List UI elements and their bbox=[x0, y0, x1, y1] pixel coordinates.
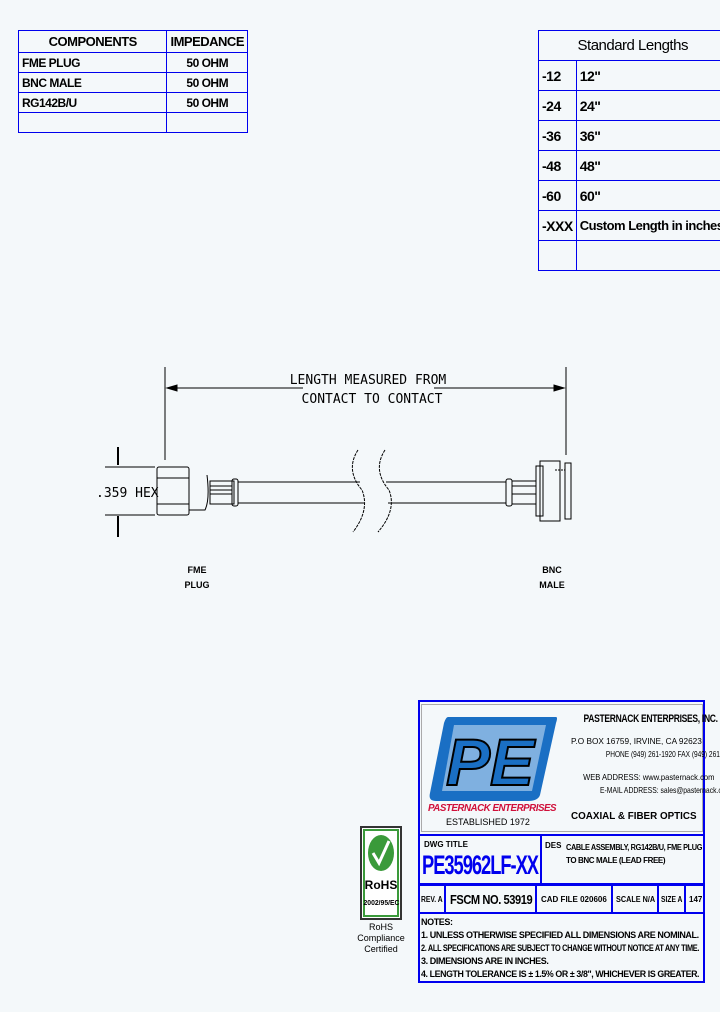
note-item: 4. LENGTH TOLERANCE IS ± 1.5% OR ± 3/8",… bbox=[421, 969, 700, 979]
cell bbox=[575, 240, 720, 271]
table-row bbox=[538, 240, 720, 271]
standard-lengths-title: Standard Lengths bbox=[537, 30, 720, 61]
cell bbox=[166, 112, 248, 133]
contact-block: P.O BOX 16759, IRVINE, CA 92623 PHONE (9… bbox=[567, 735, 720, 797]
notes: NOTES: 1. UNLESS OTHERWISE SPECIFIED ALL… bbox=[421, 916, 701, 981]
fscm-number: FSCM NO. 53919 bbox=[450, 892, 533, 907]
established: ESTABLISHED 1972 bbox=[446, 817, 530, 827]
cad-file: CAD FILE 020606 bbox=[541, 895, 607, 904]
bnc-label-2: MALE bbox=[539, 580, 565, 590]
note-item: 3. DIMENSIONS ARE IN INCHES. bbox=[421, 956, 549, 966]
dimension-text-1: LENGTH MEASURED FROM bbox=[290, 373, 447, 388]
cell: -48 bbox=[538, 150, 577, 181]
table-row bbox=[17, 112, 248, 133]
pe-logo: PE bbox=[429, 717, 557, 801]
info-row bbox=[418, 884, 705, 914]
cell: BNC MALE bbox=[17, 72, 168, 93]
rohs-badge: RoHS 2002/95/EC bbox=[360, 826, 402, 920]
rohs-directive: 2002/95/EC bbox=[362, 900, 399, 907]
web-address[interactable]: WEB ADDRESS: www.pasternack.com bbox=[583, 772, 715, 782]
logo-letters: PE bbox=[446, 725, 536, 799]
dwg-title-cell: DWG TITLE PE35962LF-XX bbox=[418, 834, 542, 885]
dimension-text-2: CONTACT TO CONTACT bbox=[302, 392, 443, 407]
cable-drawing: LENGTH MEASURED FROM CONTACT TO CONTACT … bbox=[96, 367, 572, 590]
cell: 36" bbox=[575, 120, 720, 151]
company-info: PE PASTERNACK ENTERPRISES ESTABLISHED 19… bbox=[421, 704, 720, 832]
fme-label-2: PLUG bbox=[184, 580, 209, 590]
dwg-title-label: DWG TITLE bbox=[424, 840, 468, 849]
note-item: 2. ALL SPECIFICATIONS ARE SUBJECT TO CHA… bbox=[421, 943, 700, 953]
description-line: CABLE ASSEMBLY, RG142B/U, FME PLUG bbox=[566, 843, 703, 852]
hex-dimension: .359 HEX bbox=[96, 486, 159, 501]
scale: SCALE N/A bbox=[616, 895, 656, 904]
cell: 24" bbox=[575, 90, 720, 121]
rev: REV. A bbox=[421, 895, 443, 904]
description-line: TO BNC MALE (LEAD FREE) bbox=[566, 856, 666, 865]
caption-line: RoHS bbox=[368, 922, 393, 932]
email-address[interactable]: E-MAIL ADDRESS: sales@pasternack.com bbox=[600, 785, 720, 795]
address: P.O BOX 16759, IRVINE, CA 92623 bbox=[571, 736, 702, 746]
rohs-text: RoHS bbox=[364, 878, 398, 892]
company-name: PASTERNACK ENTERPRISES, INC. bbox=[583, 713, 718, 725]
cell: Custom Length in inches bbox=[575, 210, 720, 241]
cell bbox=[17, 112, 168, 133]
note-item: 1. UNLESS OTHERWISE SPECIFIED ALL DIMENS… bbox=[421, 930, 699, 940]
fme-label-1: FME bbox=[188, 565, 207, 575]
size: SIZE A bbox=[661, 895, 683, 904]
caption-line: Compliance bbox=[357, 933, 405, 943]
description: CABLE ASSEMBLY, RG142B/U, FME PLUG TO BN… bbox=[566, 841, 702, 867]
logo-name: PASTERNACK ENTERPRISES bbox=[428, 803, 557, 814]
rohs-caption: RoHS Compliance Certified bbox=[355, 922, 407, 955]
phone: PHONE (949) 261-1920 FAX (949) 261-7451 bbox=[605, 749, 720, 759]
bnc-label-1: BNC bbox=[542, 565, 562, 575]
description-cell: DES CABLE ASSEMBLY, RG142B/U, FME PLUG T… bbox=[540, 834, 705, 885]
des-label: DES bbox=[545, 841, 562, 850]
cell: -36 bbox=[538, 120, 577, 151]
caption-line: Certified bbox=[364, 944, 398, 954]
notes-title: NOTES: bbox=[421, 917, 453, 927]
checkmark-icon bbox=[368, 835, 394, 871]
part-number: PE35962LF-XX bbox=[422, 850, 539, 880]
sheet-number: 147 bbox=[689, 895, 703, 904]
cell: 12" bbox=[575, 60, 720, 91]
tagline: COAXIAL & FIBER OPTICS bbox=[571, 811, 697, 822]
